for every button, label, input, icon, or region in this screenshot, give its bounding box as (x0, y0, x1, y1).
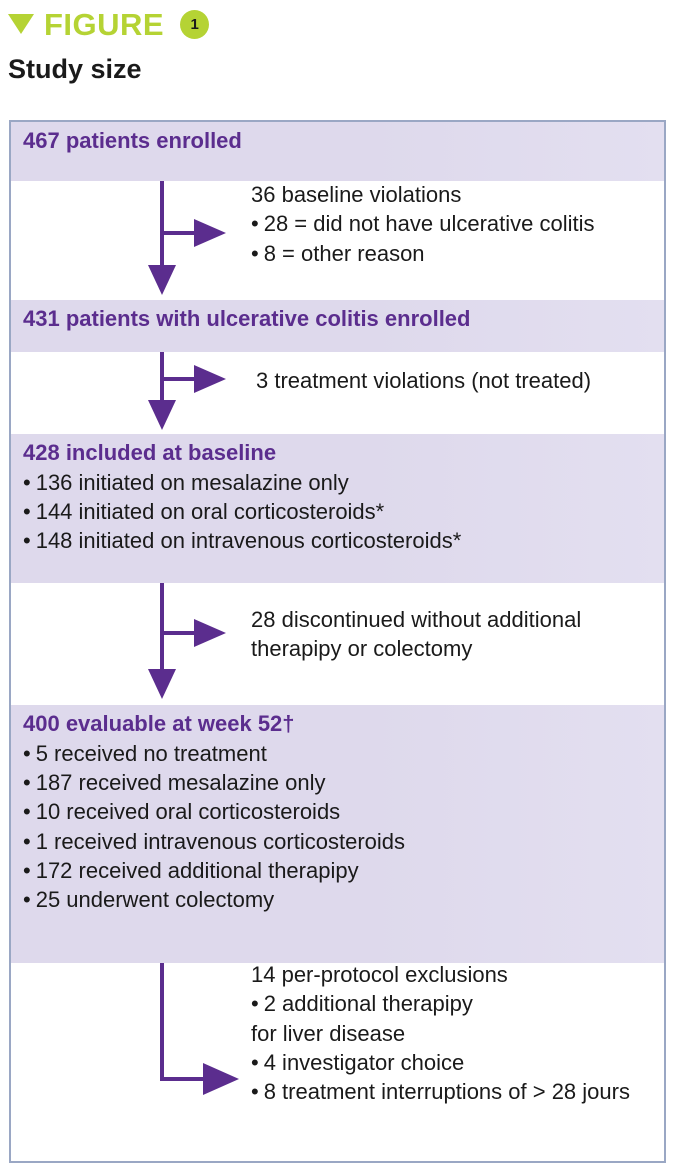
list-item: 144 initiated on oral corticosteroids* (23, 497, 652, 526)
annotation-heading: 3 treatment violations (not treated) (256, 368, 592, 393)
list-item: 25 underwent colectomy (23, 885, 652, 914)
list-item: 5 received no treatment (23, 739, 652, 768)
flowchart-container: 467 patients enrolled 36 baseline violat… (9, 120, 666, 1163)
annotation-bullet: 8 treatment interruptions of > 28 jours (251, 1077, 630, 1106)
list-item: 1 received intravenous corticosteroids (23, 827, 652, 856)
annotation-2: 3 treatment violations (not treated) (256, 366, 591, 395)
annotation-3: 28 discontinued without additional thera… (251, 605, 581, 664)
annotation-bullet: 4 investigator choice (251, 1048, 630, 1077)
flow-box-title: 400 evaluable at week 52† (23, 711, 295, 736)
flow-gap-1: 36 baseline violations 28 = did not have… (11, 181, 664, 300)
arrow-branch-3 (148, 583, 226, 699)
annotation-4: 14 per-protocol exclusions 2 additional … (251, 960, 630, 1106)
triangle-down-icon (8, 14, 34, 34)
page-title: Study size (8, 54, 142, 84)
arrow-branch-1 (148, 181, 226, 295)
flow-gap-4: 14 per-protocol exclusions 2 additional … (11, 960, 664, 1161)
list-item: 136 initiated on mesalazine only (23, 468, 652, 497)
flow-box-title: 428 included at baseline (23, 440, 277, 465)
list-item: 10 received oral corticosteroids (23, 797, 652, 826)
annotation-line: for liver disease (251, 1020, 406, 1046)
flow-box-baseline: 428 included at baseline 136 initiated o… (11, 434, 664, 583)
flow-gap-3: 28 discontinued without additional thera… (11, 583, 664, 705)
flow-gap-2: 3 treatment violations (not treated) (11, 352, 664, 434)
annotation-heading: 28 discontinued without additional (251, 607, 582, 632)
annotation-bullet: 2 additional therapipy (251, 989, 630, 1018)
figure-header: FIGURE 1 (8, 4, 210, 44)
annotation-heading: 36 baseline violations (251, 182, 462, 207)
figure-label: FIGURE (44, 6, 165, 42)
list-item: 172 received additional therapipy (23, 856, 652, 885)
annotation-1: 36 baseline violations 28 = did not have… (251, 180, 595, 268)
flow-box-uc-enrolled: 431 patients with ulcerative colitis enr… (11, 300, 664, 352)
list-item: 187 received mesalazine only (23, 768, 652, 797)
annotation-heading: 14 per-protocol exclusions (251, 962, 508, 987)
annotation-bullet: 28 = did not have ulcerative colitis (251, 209, 595, 238)
annotation-line: therapipy or colectomy (251, 636, 473, 662)
annotation-bullet: 8 = other reason (251, 239, 595, 268)
flow-box-list: 5 received no treatment 187 received mes… (23, 739, 652, 915)
flow-box-list: 136 initiated on mesalazine only 144 ini… (23, 468, 652, 556)
list-item: 148 initiated on intravenous corticoster… (23, 526, 652, 555)
flow-box-title: 431 patients with ulcerative colitis enr… (23, 306, 471, 331)
flow-box-title: 467 patients enrolled (23, 128, 242, 153)
arrow-branch-2 (148, 352, 226, 430)
arrow-elbow-4 (160, 963, 239, 1095)
flow-box-enrolled: 467 patients enrolled (11, 122, 664, 181)
flow-box-evaluable: 400 evaluable at week 52† 5 received no … (11, 705, 664, 963)
figure-number-badge: 1 (180, 9, 210, 39)
